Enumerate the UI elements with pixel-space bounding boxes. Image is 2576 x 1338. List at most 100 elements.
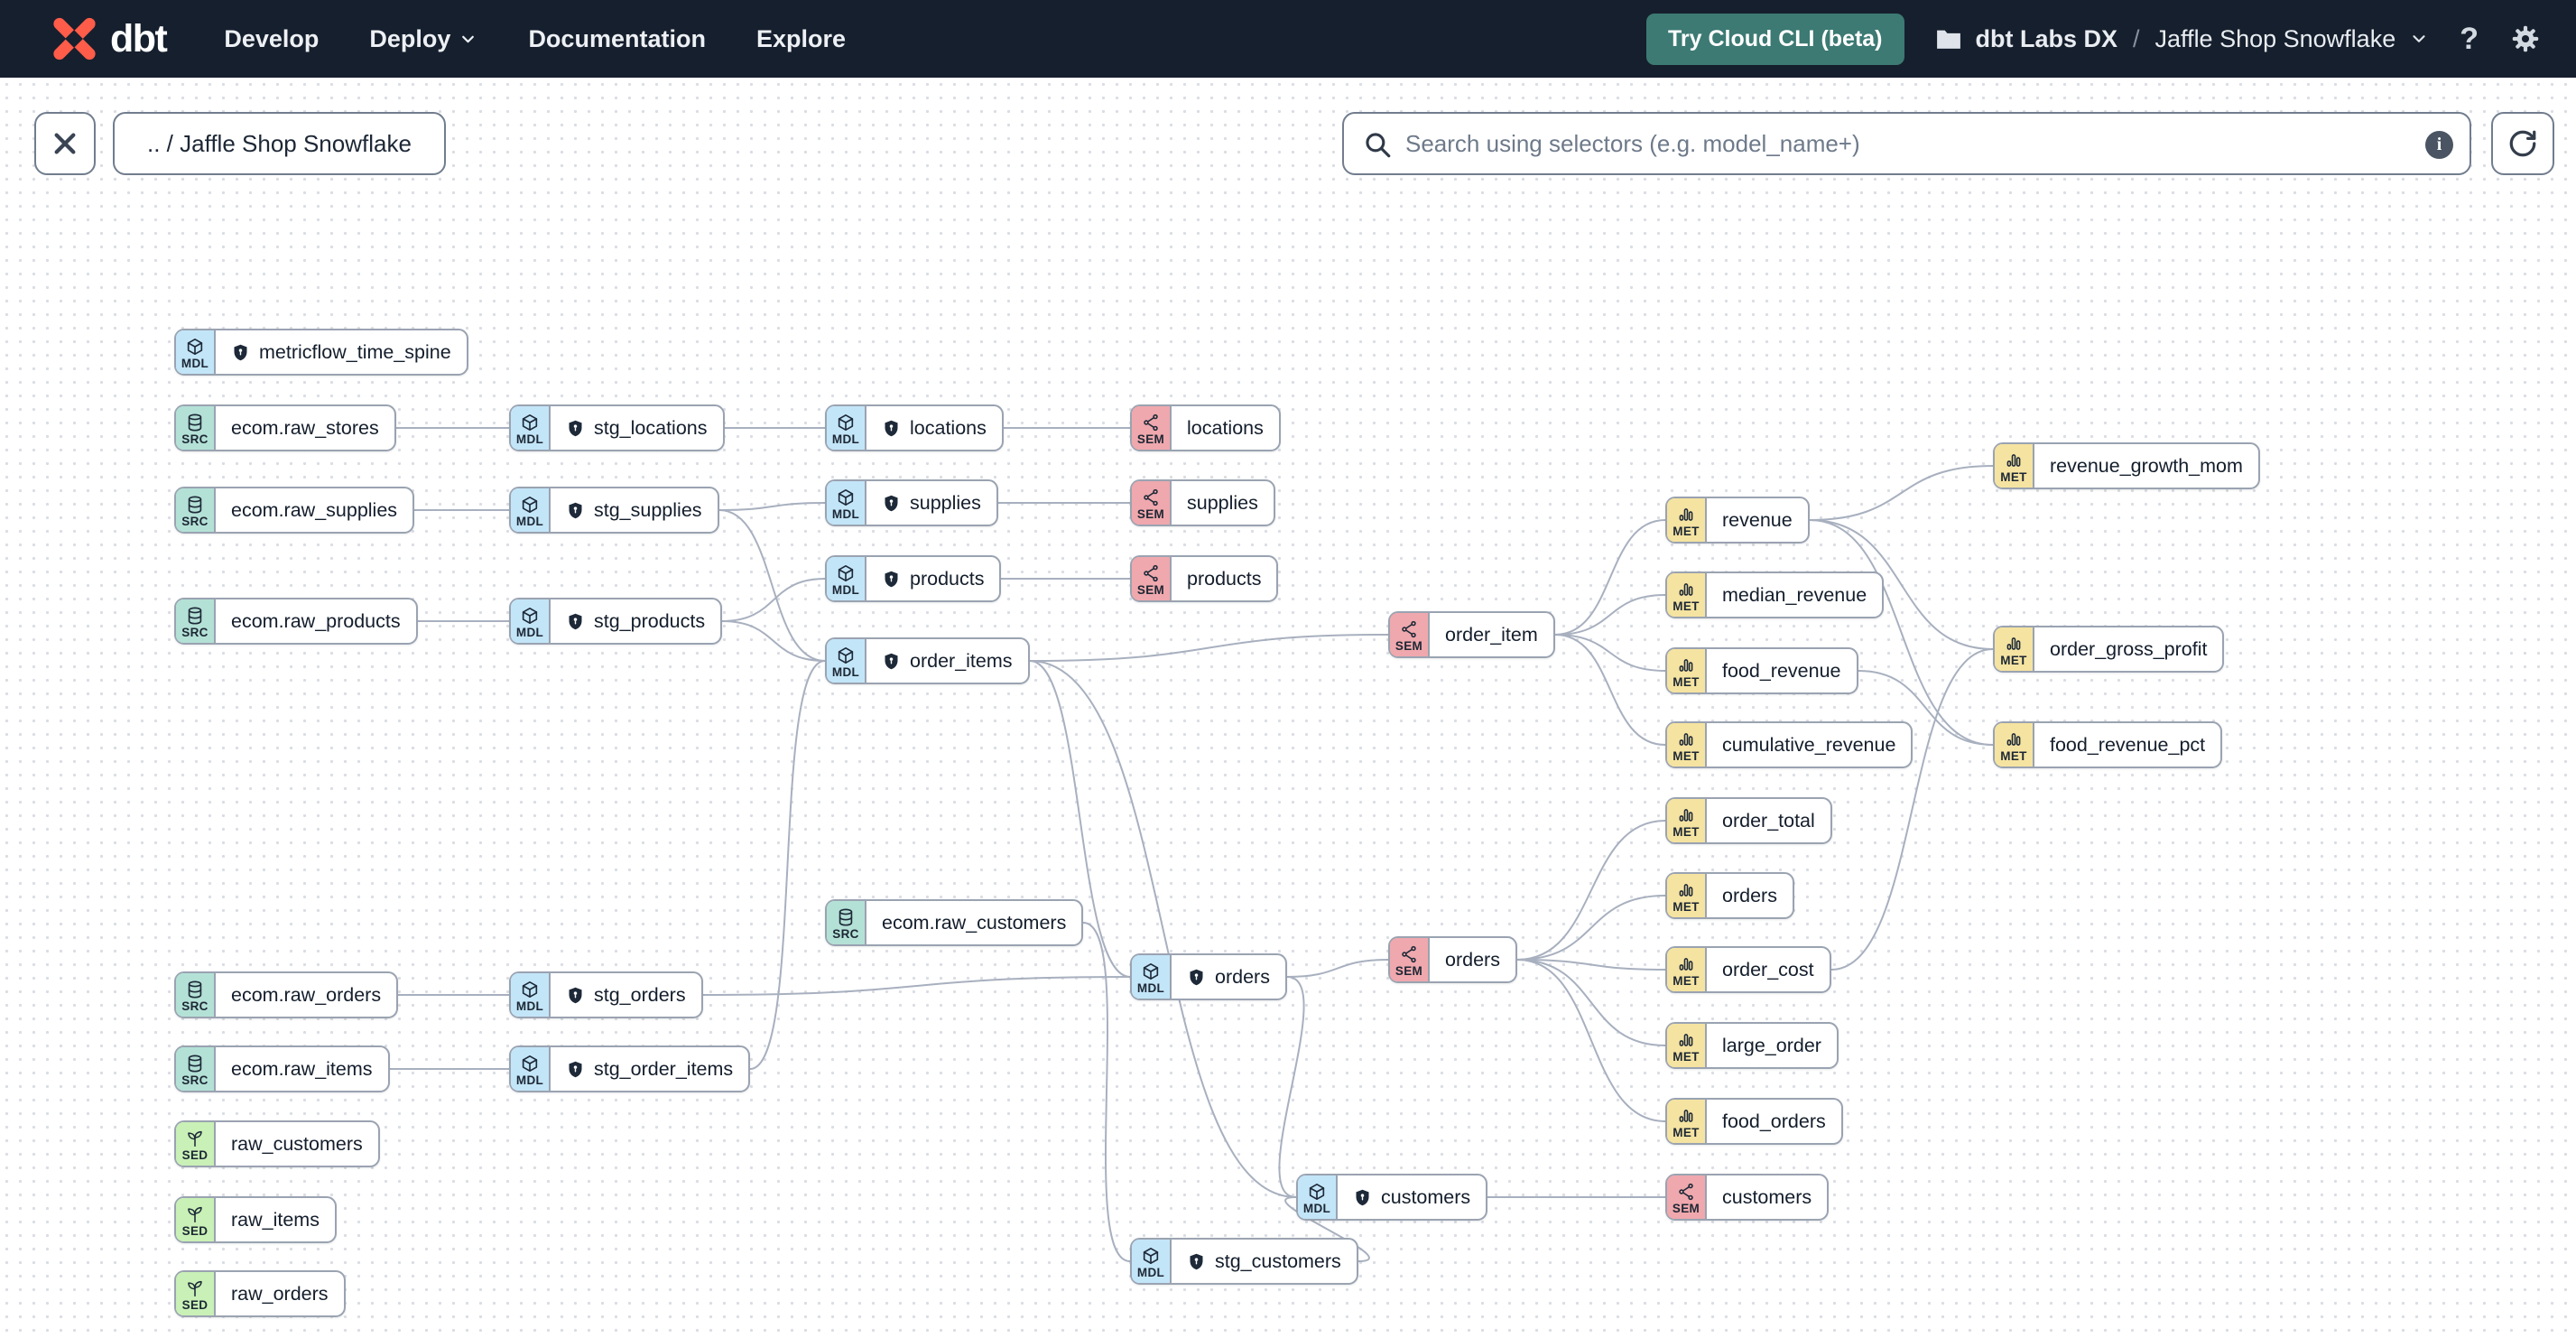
node-type-code: MDL — [831, 664, 860, 679]
node-type-icon — [1676, 655, 1696, 675]
node-food_orders[interactable]: MET food_orders — [1665, 1098, 1843, 1145]
node-type-badge: MET — [1667, 1024, 1707, 1067]
node-stg_order_items[interactable]: MDL stg_order_items — [509, 1045, 751, 1092]
node-label: stg_locations — [594, 416, 708, 439]
node-type-icon — [185, 1204, 205, 1224]
dbt-logo[interactable]: dbt — [49, 14, 168, 64]
node-stg_customers[interactable]: MDL stg_customers — [1130, 1238, 1358, 1285]
node-cumulative_revenue[interactable]: MET cumulative_revenue — [1665, 721, 1913, 768]
edge-stg_products-to-products_mdl — [721, 578, 826, 622]
node-order_gross_profit[interactable]: MET order_gross_profit — [1993, 626, 2225, 673]
shield-icon — [882, 652, 901, 671]
node-ecom_raw_customers[interactable]: SRC ecom.raw_customers — [825, 899, 1084, 946]
project-picker[interactable]: dbt Labs DX / Jaffle Shop Snowflake — [1935, 25, 2430, 53]
node-products_mdl[interactable]: MDL products — [825, 555, 1002, 602]
node-ecom_raw_stores[interactable]: SRC ecom.raw_stores — [174, 404, 396, 451]
node-type-badge: MET — [1995, 723, 2034, 767]
close-icon — [51, 129, 79, 158]
try-cloud-cli-button[interactable]: Try Cloud CLI (beta) — [1646, 13, 1904, 65]
lineage-canvas[interactable]: .. / Jaffle Shop Snowflake i MDL metricf… — [0, 78, 2576, 1338]
edge-orders_mdl-to-orders_sem — [1286, 959, 1389, 978]
node-type-badge: SED — [176, 1272, 216, 1315]
node-customers_mdl[interactable]: MDL customers — [1296, 1174, 1488, 1221]
node-order_cost[interactable]: MET order_cost — [1665, 946, 1831, 993]
node-order_items[interactable]: MDL order_items — [825, 637, 1030, 684]
node-order_item_sem[interactable]: SEM order_item — [1388, 611, 1555, 658]
node-products_sem[interactable]: SEM products — [1130, 555, 1279, 602]
node-type-code: SRC — [181, 514, 208, 528]
node-ecom_raw_orders[interactable]: SRC ecom.raw_orders — [174, 971, 399, 1018]
node-label: ecom.raw_stores — [231, 416, 379, 439]
node-type-badge: SED — [176, 1122, 216, 1166]
node-locations_mdl[interactable]: MDL locations — [825, 404, 1004, 451]
node-median_revenue[interactable]: MET median_revenue — [1665, 571, 1885, 618]
menu-item-explore[interactable]: Explore — [755, 24, 846, 52]
menu-item-deploy[interactable]: Deploy — [369, 25, 477, 53]
node-stg_products[interactable]: MDL stg_products — [509, 598, 723, 645]
close-lineage-button[interactable] — [34, 112, 96, 175]
node-type-code: MET — [1673, 824, 1700, 839]
node-label: products — [1187, 567, 1262, 590]
node-revenue_growth_mom[interactable]: MET revenue_growth_mom — [1993, 442, 2260, 489]
node-locations_sem[interactable]: SEM locations — [1130, 404, 1281, 451]
shield-icon — [1187, 1252, 1206, 1271]
node-type-badge: MDL — [511, 488, 551, 532]
node-food_revenue[interactable]: MET food_revenue — [1665, 647, 1858, 694]
edge-order_item_sem-to-cumulative_revenue — [1554, 634, 1666, 746]
search-input[interactable] — [1404, 128, 2412, 159]
node-label: supplies — [910, 491, 981, 514]
node-orders_sem[interactable]: SEM orders — [1388, 936, 1517, 983]
node-stg_orders[interactable]: MDL stg_orders — [509, 971, 703, 1018]
node-type-code: MET — [1673, 1125, 1700, 1139]
node-ecom_raw_products[interactable]: SRC ecom.raw_products — [174, 598, 418, 645]
node-type-badge: MET — [1667, 649, 1707, 692]
node-type-icon — [185, 413, 205, 432]
node-type-icon — [836, 563, 856, 583]
menu-item-documentation[interactable]: Documentation — [528, 24, 706, 52]
node-label: order_items — [910, 649, 1013, 672]
node-food_revenue_pct[interactable]: MET food_revenue_pct — [1993, 721, 2223, 768]
node-type-badge: MET — [1667, 948, 1707, 991]
node-type-badge: SEM — [1132, 481, 1172, 525]
node-type-code: SEM — [1395, 638, 1423, 653]
node-type-badge: MDL — [827, 406, 866, 450]
node-stg_supplies[interactable]: MDL stg_supplies — [509, 487, 719, 534]
node-raw_items_seed[interactable]: SED raw_items — [174, 1196, 337, 1243]
node-supplies_mdl[interactable]: MDL supplies — [825, 479, 998, 526]
node-type-icon — [185, 1278, 205, 1298]
gear-icon[interactable] — [2509, 23, 2542, 55]
node-type-icon — [1676, 1182, 1696, 1202]
menu-item-develop[interactable]: Develop — [224, 24, 320, 52]
node-ecom_raw_items[interactable]: SRC ecom.raw_items — [174, 1045, 390, 1092]
node-label: stg_order_items — [594, 1057, 734, 1080]
node-supplies_sem[interactable]: SEM supplies — [1130, 479, 1275, 526]
node-stg_locations[interactable]: MDL stg_locations — [509, 404, 725, 451]
node-raw_orders_seed[interactable]: SED raw_orders — [174, 1270, 346, 1317]
help-icon[interactable]: ? — [2460, 22, 2479, 56]
node-label: order_cost — [1722, 958, 1814, 980]
lineage-breadcrumb[interactable]: .. / Jaffle Shop Snowflake — [113, 112, 446, 175]
node-type-code: MDL — [181, 356, 209, 370]
node-label: stg_supplies — [594, 498, 702, 521]
node-label: cumulative_revenue — [1722, 733, 1896, 756]
info-icon[interactable]: i — [2425, 131, 2453, 159]
node-label: food_revenue_pct — [2050, 733, 2206, 756]
node-customers_sem[interactable]: SEM customers — [1665, 1174, 1830, 1221]
node-type-badge: MET — [1667, 874, 1707, 917]
node-large_order[interactable]: MET large_order — [1665, 1022, 1839, 1069]
search-icon — [1362, 129, 1393, 164]
node-type-icon — [1141, 1246, 1161, 1266]
node-orders_mdl[interactable]: MDL orders — [1130, 953, 1287, 1000]
edge-order_item_sem-to-revenue — [1554, 519, 1666, 636]
node-ecom_raw_supplies[interactable]: SRC ecom.raw_supplies — [174, 487, 415, 534]
edge-order_item_sem-to-median_revenue — [1554, 594, 1666, 636]
node-raw_customers_seed[interactable]: SED raw_customers — [174, 1120, 380, 1167]
node-label: large_order — [1722, 1034, 1821, 1056]
node-metricflow_time_spine[interactable]: MDL metricflow_time_spine — [174, 329, 468, 376]
node-revenue[interactable]: MET revenue — [1665, 497, 1810, 544]
node-type-badge: MDL — [176, 330, 216, 374]
node-order_total[interactable]: MET order_total — [1665, 797, 1832, 844]
node-orders_met[interactable]: MET orders — [1665, 872, 1794, 919]
node-type-badge: MDL — [511, 406, 551, 450]
refresh-button[interactable] — [2491, 112, 2554, 175]
